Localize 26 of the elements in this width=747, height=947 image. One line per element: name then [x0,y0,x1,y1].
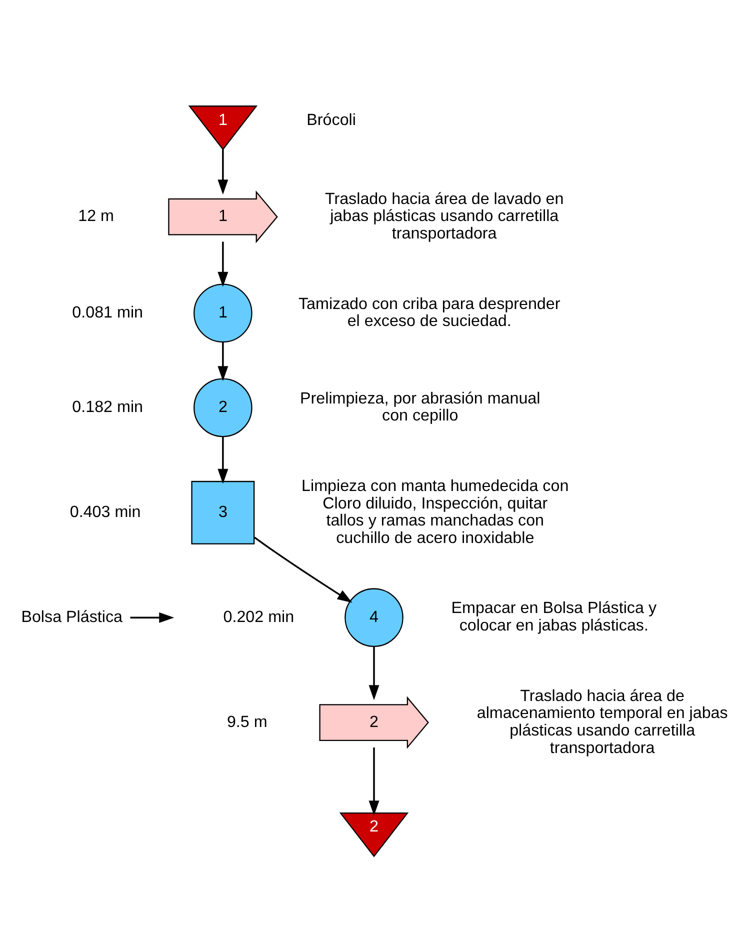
node-label: 0.182 min [72,397,143,416]
arrow [217,341,228,381]
node-circle: 4 [344,588,403,646]
node-label: 0.081 min [72,302,143,321]
arrow [217,436,228,484]
arrow [368,746,379,816]
node-label: 12 m [78,206,114,225]
arrow [217,148,228,194]
node-label: 0.202 min [222,607,294,626]
node-label: Traslado hacia área de almacenamiento temporal en jabas plásticas usando carretilla transportadora [476,686,728,756]
arrow [254,536,352,602]
node-circle: 1 [193,283,252,342]
node-label: 0.403 min [69,502,140,520]
node-circle: 2 [193,378,252,437]
node-label: Tamizado con criba para desprender el exceso de suciedad. [298,294,560,330]
arrow [217,241,228,286]
node-label: Brócoli [306,110,356,128]
arrow [368,646,379,700]
arrow [130,612,174,622]
node-label: Prelimpieza, por abrasión manual con cepillo [300,388,540,424]
node-text: Bolsa Plástica [20,607,122,626]
node-label: Empacar en Bolsa Plástica y colocar en jabas plásticas. [450,598,656,634]
node-label: 9.5 m [226,712,267,730]
node-label: Limpieza con manta humedecida con Cloro diluido, Inspección, quitar tallos y ramas manchadas con cuchillo de acero inoxidable [301,476,568,546]
node-label: Traslado hacia área de lavado en jabas plásticas usando carretilla transportadora [324,189,564,242]
node-box: 3 [190,480,254,544]
